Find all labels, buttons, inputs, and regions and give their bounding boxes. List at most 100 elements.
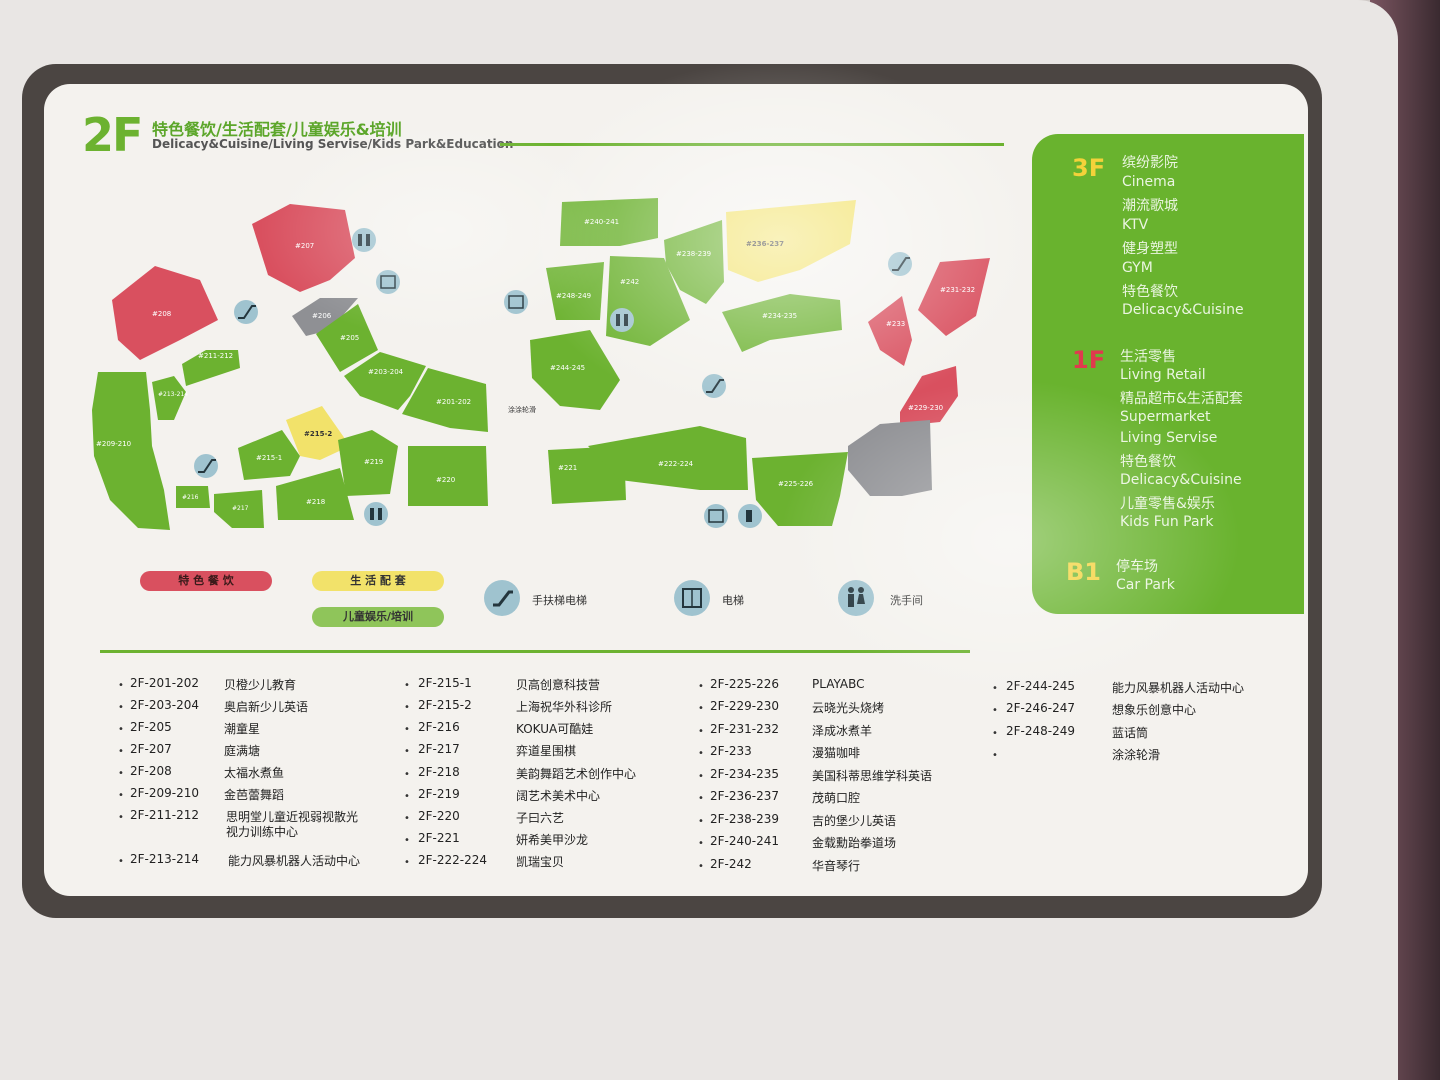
legend-escalator-icon	[484, 580, 520, 616]
bullet: •	[118, 790, 124, 801]
unit-229-230[interactable]: #229-230	[900, 366, 958, 426]
unit-207[interactable]: #207	[252, 204, 355, 292]
unit-225-226[interactable]: #225-226	[752, 452, 848, 526]
unit-248-249[interactable]: #248-249	[546, 262, 604, 320]
floor-3f-item: Delicacy&Cuisine	[1122, 302, 1244, 318]
svg-text:#222-224: #222-224	[658, 460, 694, 468]
bullet: •	[404, 813, 410, 824]
map-restroom-icon-2	[364, 502, 388, 526]
svg-text:#206: #206	[312, 312, 332, 320]
unit-217[interactable]: #217	[214, 490, 264, 528]
unit-211-212[interactable]: #211-212	[182, 350, 240, 386]
bullet: •	[698, 771, 704, 782]
svg-text:#221: #221	[558, 464, 577, 472]
floor-title-cn: 特色餐饮/生活配套/儿童娱乐&培训	[152, 120, 402, 139]
unit-222-224[interactable]: #222-224	[588, 426, 748, 490]
bullet: •	[992, 728, 998, 739]
unit-201-202[interactable]: #201-202	[402, 368, 488, 432]
unit-240-241[interactable]: #240-241	[560, 198, 658, 246]
floor-b1-label: B1	[1066, 558, 1101, 586]
svg-text:#244-245: #244-245	[550, 364, 585, 372]
floor-1f-item: Supermarket	[1120, 409, 1211, 425]
legend-restroom-icon	[838, 580, 874, 616]
bullet: •	[698, 793, 704, 804]
svg-text:#215-1: #215-1	[256, 454, 282, 462]
floor-1f-item: Living Servise	[1120, 430, 1218, 446]
unit-208[interactable]: #208	[112, 266, 218, 360]
bullet: •	[404, 791, 410, 802]
legend-escalator-label: 手扶梯电梯	[532, 594, 587, 607]
unit-220[interactable]: #220	[408, 446, 488, 506]
unit-244-245[interactable]: #244-245	[530, 330, 620, 410]
legend-kids: 儿童娱乐/培训	[312, 607, 444, 627]
unit-206[interactable]: #206	[292, 298, 358, 336]
unit-236-237[interactable]: #236-237	[726, 200, 856, 282]
bullet: •	[118, 856, 124, 867]
map-escalator-icon-2	[194, 454, 218, 478]
svg-text:#217: #217	[232, 505, 249, 512]
bullet: •	[118, 680, 124, 691]
floor-3f-item: 缤纷影院	[1122, 155, 1178, 171]
unit-215-1[interactable]: #215-1	[238, 430, 300, 480]
unit-205[interactable]: #205	[316, 304, 378, 372]
bullet: •	[698, 816, 704, 827]
tutu-skate-label: 涂涂轮滑	[508, 405, 536, 414]
floor-1f-item: Delicacy&Cuisine	[1120, 472, 1242, 488]
svg-text:#229-230: #229-230	[908, 404, 943, 412]
map-elevator-icon-2	[504, 290, 528, 314]
svg-text:#242: #242	[620, 278, 639, 286]
unit-216[interactable]: #216	[176, 486, 210, 508]
svg-text:#233: #233	[886, 320, 905, 328]
map-restroom-icon-4	[738, 504, 762, 528]
unit-209-210[interactable]: #209-210	[92, 372, 170, 530]
map-elevator-icon-1	[376, 270, 400, 294]
bullet: •	[404, 680, 410, 691]
map-restroom-icon-3	[610, 308, 634, 332]
bullet: •	[404, 746, 410, 757]
bullet: •	[698, 726, 704, 737]
svg-text:#208: #208	[152, 310, 171, 318]
unit-219[interactable]: #219	[338, 430, 398, 496]
floor-b1-item: 停车场	[1116, 559, 1158, 575]
bullet: •	[404, 835, 410, 846]
bullet: •	[698, 703, 704, 714]
unit-233[interactable]: #233	[868, 296, 912, 366]
svg-text:#203-204: #203-204	[368, 368, 404, 376]
directory-rule	[100, 650, 970, 653]
other-floors-panel: 3F 缤纷影院 Cinema 潮流歌城 KTV 健身塑型 GYM 特色餐饮 De…	[1032, 134, 1304, 614]
svg-text:#238-239: #238-239	[676, 250, 711, 258]
unit-203-204[interactable]: #203-204	[344, 352, 426, 410]
floor-3f-item: 健身塑型	[1122, 241, 1178, 257]
bullet: •	[698, 681, 704, 692]
unit-213-214[interactable]: #213-214	[152, 376, 188, 420]
floor-1f-item: 特色餐饮	[1120, 454, 1176, 470]
svg-text:#220: #220	[436, 476, 455, 484]
floor-1f-label: 1F	[1072, 346, 1106, 374]
svg-text:#216: #216	[182, 494, 199, 501]
bullet: •	[118, 724, 124, 735]
svg-text:#213-214: #213-214	[158, 391, 188, 398]
legend-restroom-label: 洗手间	[890, 594, 923, 607]
floor-b1-item: Car Park	[1116, 577, 1175, 593]
floor-1f-item: Living Retail	[1120, 367, 1206, 383]
bullet: •	[698, 838, 704, 849]
map-restroom-icon-1	[352, 228, 376, 252]
svg-text:#201-202: #201-202	[436, 398, 471, 406]
bullet: •	[404, 702, 410, 713]
floor-title-en: Delicacy&Cuisine/Living Servise/Kids Par…	[152, 137, 514, 151]
bullet: •	[404, 724, 410, 735]
unit-234-235[interactable]: #234-235	[722, 294, 842, 352]
svg-text:#207: #207	[295, 242, 314, 250]
svg-text:#211-212: #211-212	[198, 352, 233, 360]
unit-215-2[interactable]: #215-2	[286, 406, 350, 460]
legend-elevator-label: 电梯	[722, 594, 744, 607]
unit-231-232[interactable]: #231-232	[918, 258, 990, 336]
floor-1f-item: 儿童零售&娱乐	[1120, 496, 1215, 512]
svg-text:#225-226: #225-226	[778, 480, 814, 488]
bullet: •	[992, 683, 998, 694]
floor-3f-item: 潮流歌城	[1122, 198, 1178, 214]
map-elevator-icon-3	[704, 504, 728, 528]
svg-text:#231-232: #231-232	[940, 286, 975, 294]
svg-text:#248-249: #248-249	[556, 292, 591, 300]
unit-218[interactable]: #218	[276, 468, 354, 520]
